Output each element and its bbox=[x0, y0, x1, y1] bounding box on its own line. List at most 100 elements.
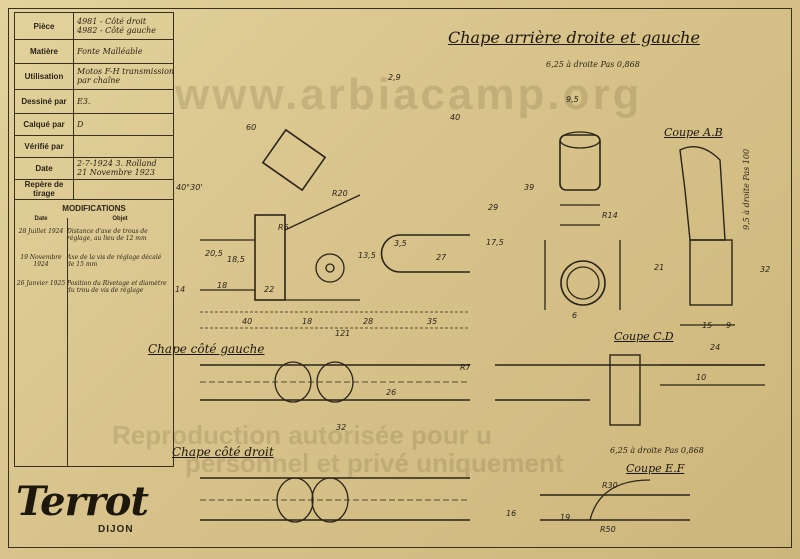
logo-city: DIJON bbox=[98, 524, 134, 535]
section-ab-title: Coupe A.B bbox=[664, 126, 723, 139]
tb-label-piece: Pièce bbox=[15, 13, 74, 39]
modification-date: 28 Juillet 1924 bbox=[18, 228, 64, 235]
thread-note-top: 6,25 à droite Pas 0,868 bbox=[546, 60, 640, 69]
dim-label: 16 bbox=[506, 509, 516, 518]
dim-label: 9 bbox=[726, 321, 731, 330]
tb-date-line-2: 21 Novembre 1923 bbox=[77, 168, 155, 177]
title-block: Pièce 4981 - Côté droit 4982 - Côté gauc… bbox=[14, 12, 174, 200]
dim-label: 35 bbox=[427, 317, 437, 326]
dim-label: 21 bbox=[654, 263, 664, 272]
dim-label: 32 bbox=[760, 265, 770, 274]
tb-row-verifie: Vérifié par bbox=[15, 135, 173, 158]
dim-label: 18 bbox=[302, 317, 312, 326]
plan-view bbox=[200, 128, 470, 329]
left-side-view bbox=[200, 361, 470, 403]
tb-value-date: 2-7-1924 3. Rolland 21 Novembre 1923 bbox=[74, 157, 173, 179]
dim-label: 17,5 bbox=[486, 238, 504, 247]
section-cd-title: Coupe C.D bbox=[614, 330, 674, 343]
tb-label-verifie: Vérifié par bbox=[15, 135, 74, 157]
tb-piece-line-2: 4982 - Côté gauche bbox=[77, 26, 156, 35]
modification-objet: Axe de la vis de réglage décalé de 15 mm bbox=[67, 254, 162, 268]
dim-label: 14 bbox=[175, 285, 185, 294]
tb-row-dessine: Dessiné par E3. bbox=[15, 89, 173, 114]
dim-label: 40 bbox=[242, 317, 252, 326]
dim-label: 3,5 bbox=[394, 239, 407, 248]
dim-label: R7 bbox=[460, 363, 472, 372]
modification-row: 28 Juillet 1924 Distance d'axe de trous … bbox=[15, 228, 173, 242]
tb-row-calque: Calqué par D bbox=[15, 113, 173, 136]
modifications-col-date: Date bbox=[34, 216, 48, 222]
tb-label-utilisation: Utilisation bbox=[15, 63, 74, 89]
tb-value-piece: 4981 - Côté droit 4982 - Côté gauche bbox=[74, 13, 173, 39]
dim-label: 20,5 bbox=[205, 249, 223, 258]
tb-label-calque: Calqué par bbox=[15, 113, 74, 135]
terrot-logo: Terrot DIJON bbox=[14, 466, 149, 544]
dim-label: R50 bbox=[600, 525, 616, 534]
drawing-frame bbox=[8, 8, 792, 548]
tb-row-repere: Repère de tirage bbox=[15, 179, 173, 199]
dim-label: 60 bbox=[246, 123, 256, 132]
elevation-view bbox=[544, 131, 621, 310]
modification-objet: Distance d'axe de trous de réglage, au l… bbox=[67, 228, 148, 242]
right-side-view bbox=[200, 477, 470, 523]
tb-row-piece: Pièce 4981 - Côté droit 4982 - Côté gauc… bbox=[15, 13, 173, 40]
tb-row-date: Date 2-7-1924 3. Rolland 21 Novembre 192… bbox=[15, 157, 173, 180]
dim-label: 26 bbox=[386, 388, 396, 397]
modifications-col-objet: Objet bbox=[112, 216, 128, 222]
dimension-labels: 40 18 28 35 121 20,5 18,5 14 18 22 13,5 … bbox=[175, 73, 770, 534]
dim-label: 13,5 bbox=[358, 251, 376, 260]
dim-label: 24 bbox=[710, 343, 720, 352]
tb-label-repere: Repère de tirage bbox=[15, 179, 74, 199]
dim-label: R6 bbox=[278, 223, 289, 232]
dim-label: 29 bbox=[488, 203, 498, 212]
modification-date: 26 Janvier 1925 bbox=[16, 280, 66, 287]
tb-util-line-2: par chaîne bbox=[77, 76, 121, 85]
dim-label: 6 bbox=[572, 311, 577, 320]
modification-date: 19 Novembre 1924 bbox=[20, 254, 62, 268]
dim-label: 40°30' bbox=[176, 183, 203, 192]
dim-label: 2,9 bbox=[388, 73, 401, 82]
dim-label: R30 bbox=[602, 481, 618, 490]
dim-label: 39 bbox=[524, 183, 534, 192]
dim-label: 22 bbox=[264, 285, 274, 294]
tb-row-utilisation: Utilisation Motos F-H transmission par c… bbox=[15, 63, 173, 90]
tb-value-dessine: E3. bbox=[77, 96, 91, 106]
section-cd-view bbox=[495, 354, 765, 426]
dim-label: 9,5 bbox=[566, 95, 579, 104]
modification-row: 26 Janvier 1925 Position du Rivetage et … bbox=[15, 280, 173, 294]
dim-label: R20 bbox=[332, 189, 348, 198]
dim-label: 10 bbox=[696, 373, 706, 382]
right-view-title: Chape côté droit bbox=[172, 445, 274, 459]
tb-row-matiere: Matière Fonte Malléable bbox=[15, 39, 173, 64]
tb-util-line-1: Motos F-H transmission bbox=[77, 67, 173, 76]
modification-row: 19 Novembre 1924 Axe de la vis de réglag… bbox=[15, 254, 173, 268]
tb-value-utilisation: Motos F-H transmission par chaîne bbox=[74, 63, 173, 89]
dim-label: 15 bbox=[702, 321, 712, 330]
section-ef-title: Coupe E.F bbox=[626, 462, 685, 475]
dim-label: 18,5 bbox=[227, 255, 245, 264]
tb-label-dessine: Dessiné par bbox=[15, 89, 74, 113]
logo-brand: Terrot bbox=[16, 478, 149, 525]
tb-piece-line-1: 4981 - Côté droit bbox=[77, 17, 147, 26]
tb-label-date: Date bbox=[15, 157, 74, 179]
modification-objet: Position du Rivetage et diamètre du trou… bbox=[67, 280, 167, 294]
thread-note-bottom: 6,25 à droite Pas 0,868 bbox=[610, 446, 704, 455]
section-ef-view bbox=[540, 479, 690, 521]
dim-label: 32 bbox=[336, 423, 346, 432]
modifications-title: MODIFICATIONS bbox=[62, 204, 126, 213]
main-title: Chape arrière droite et gauche bbox=[448, 28, 700, 47]
tb-value-calque: D bbox=[77, 119, 84, 129]
dim-label: 121 bbox=[335, 329, 350, 338]
dim-label: 27 bbox=[436, 253, 447, 262]
modifications-divider bbox=[67, 218, 68, 466]
modifications-block: MODIFICATIONS Date Objet 28 Juillet 1924… bbox=[14, 198, 174, 467]
dim-label: 28 bbox=[363, 317, 373, 326]
left-view-title: Chape côté gauche bbox=[148, 342, 265, 356]
dim-label: 18 bbox=[217, 281, 227, 290]
tb-value-matiere: Fonte Malléable bbox=[77, 46, 143, 56]
dim-label: R14 bbox=[602, 211, 618, 220]
dim-label: 40 bbox=[450, 113, 460, 122]
tb-label-matiere: Matière bbox=[15, 39, 74, 63]
